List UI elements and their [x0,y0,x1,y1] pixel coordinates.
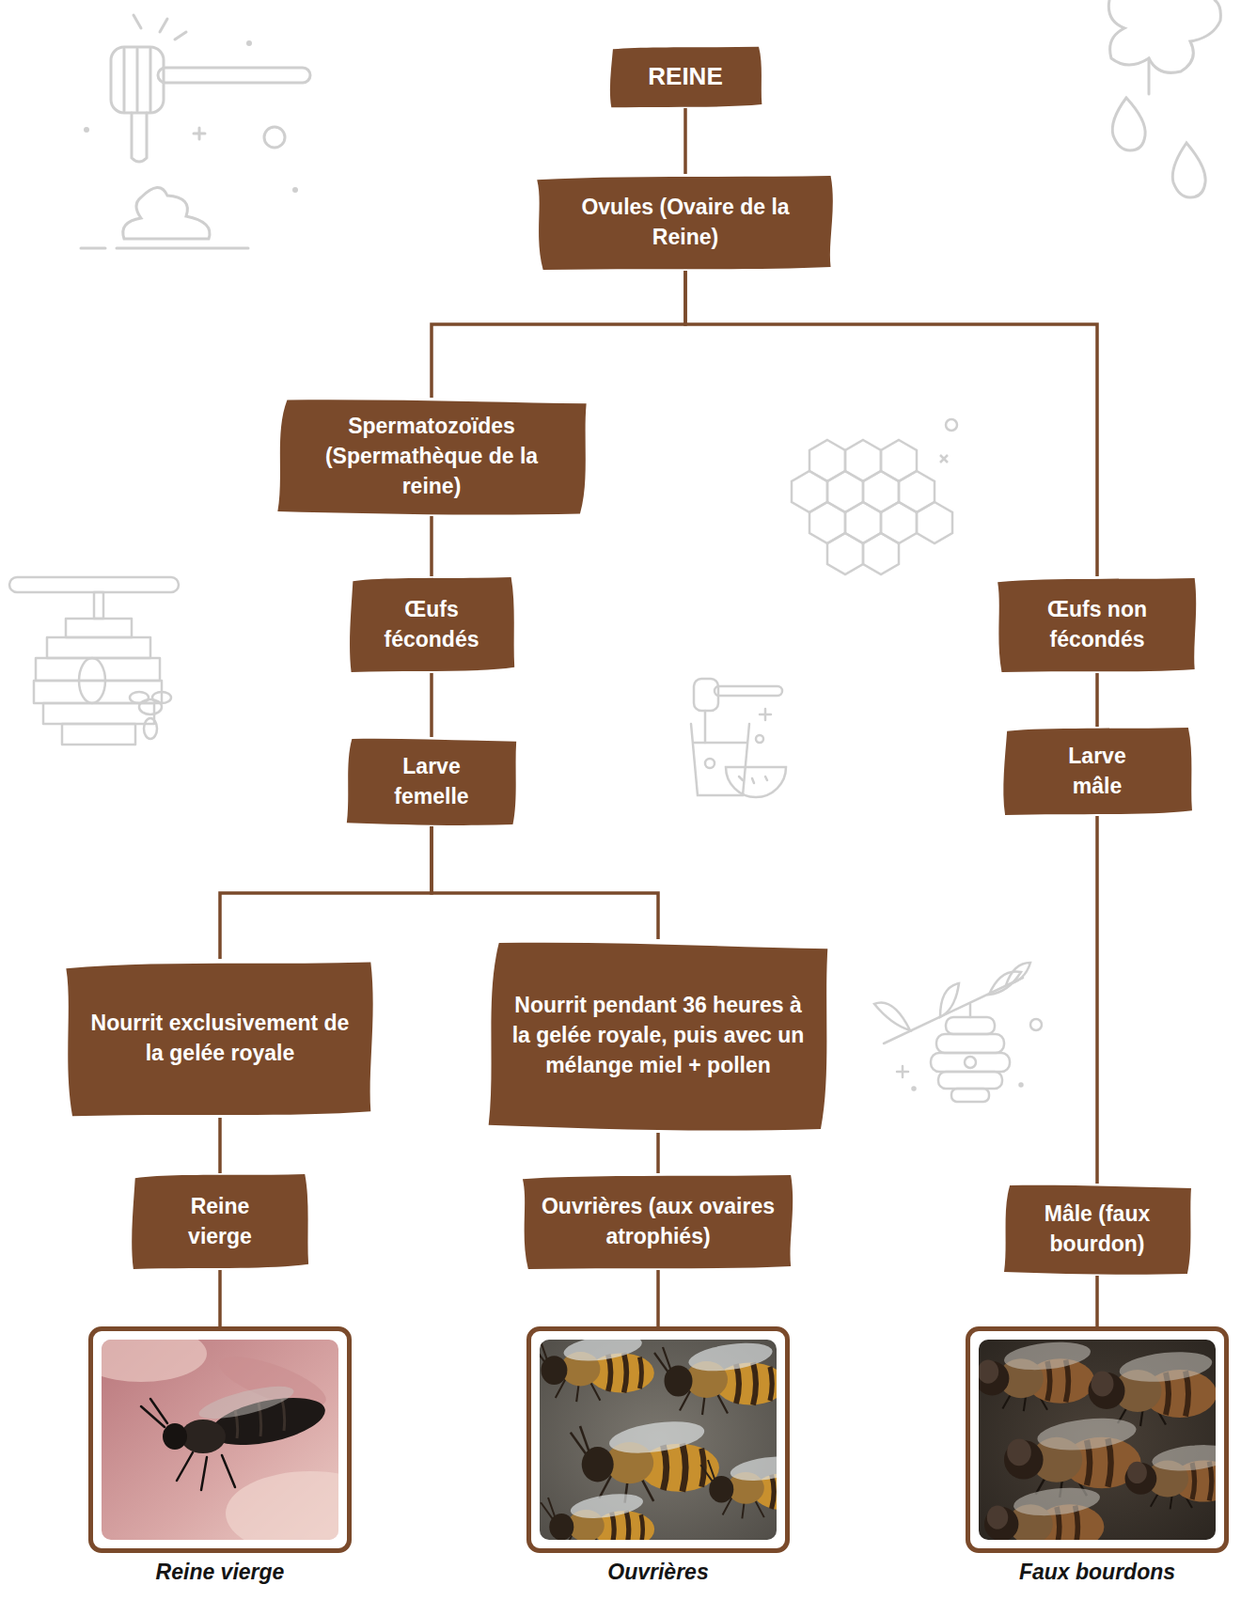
box-label: Ovules (Ovaire de la Reine) [552,192,818,252]
process-box: REINE [608,46,764,109]
hanging-hive-icon [874,962,1042,1102]
connector-line [429,673,434,738]
box-shape [62,958,378,1118]
beehive-icon [9,577,179,745]
honey-drink-icon [691,678,786,798]
box-label: Mâle (faux bourdon) [1031,1199,1163,1259]
box-content: Larve femelle [345,737,519,827]
connector-line [1095,816,1100,1184]
box-content: Mâle (faux bourdon) [1002,1183,1194,1276]
photo-caption: Ouvrières [607,1559,708,1587]
box-label: Spermatozoïdes (Spermathèque de la reine… [293,411,571,502]
box-shape [534,173,837,271]
connector-line [683,108,688,174]
box-fill [65,961,373,1116]
process-box: Nourrit exclusivement de la gelée royale [62,958,378,1118]
box-fill [1003,727,1193,816]
connector-line [685,270,1098,577]
box-label: Larve femelle [363,752,500,812]
box-fill [1004,1185,1192,1275]
process-box: Spermatozoïdes (Spermathèque de la reine… [274,397,590,517]
box-fill [346,738,517,826]
honeycomb-icon [791,419,958,575]
connector-line [656,1270,660,1327]
box-shape [345,737,519,827]
box-shape [129,1173,311,1271]
box-fill [349,577,515,673]
drones-photo [978,1339,1216,1540]
box-content: Nourrit pendant 36 heures à la gelée roy… [485,939,832,1133]
photo-caption: Reine vierge [156,1559,285,1587]
box-fill [536,175,833,270]
honey-flower-icon [1108,0,1221,198]
process-box: Œufs fécondés [347,576,517,674]
connector-line [431,270,686,398]
box-content: Reine vierge [129,1173,311,1271]
box-fill [488,942,829,1132]
connector-line [429,516,434,577]
photo-frame: Faux bourdons [965,1326,1229,1554]
connector-line [1095,1275,1100,1327]
box-label: Nourrit pendant 36 heures à la gelée roy… [503,990,813,1081]
box-fill [609,47,761,109]
honey-dipper-icon [80,15,311,249]
connector-line [431,826,659,940]
process-box: Œufs non fécondés [995,576,1199,674]
box-fill [997,578,1196,673]
box-fill [522,1175,793,1270]
process-box: Mâle (faux bourdon) [1002,1183,1194,1276]
queen-photo [101,1339,339,1540]
connector-line [656,1132,660,1174]
workers-photo [539,1339,777,1540]
box-shape [1002,1183,1194,1276]
box-shape [519,1173,797,1271]
box-shape [347,576,517,674]
box-shape [1001,726,1194,817]
box-label: Reine vierge [168,1192,272,1252]
process-box: Larve mâle [1001,726,1194,817]
connector-line [219,826,432,959]
process-box: Ovules (Ovaire de la Reine) [534,173,837,271]
photo-frame: Ouvrières [526,1326,790,1554]
box-fill [131,1174,309,1270]
connector-line [1095,673,1100,727]
connector-line [218,1270,222,1327]
box-content: Ovules (Ovaire de la Reine) [534,173,837,271]
process-box: Nourrit pendant 36 heures à la gelée roy… [485,939,832,1133]
box-label: REINE [647,60,723,95]
process-box: Reine vierge [129,1173,311,1271]
box-content: Œufs fécondés [347,576,517,674]
photo-frame: Reine vierge [88,1326,352,1554]
process-box: Ouvrières (aux ovaires atrophiés) [519,1173,797,1271]
box-content: REINE [608,46,764,109]
box-label: Œufs fécondés [366,595,498,655]
box-content: Nourrit exclusivement de la gelée royale [62,958,378,1118]
box-label: Ouvrières (aux ovaires atrophiés) [538,1192,778,1252]
box-fill [277,399,586,515]
box-content: Ouvrières (aux ovaires atrophiés) [519,1173,797,1271]
process-box: Larve femelle [345,737,519,827]
box-content: Larve mâle [1001,726,1194,817]
box-content: Spermatozoïdes (Spermathèque de la reine… [274,397,590,517]
photo-caption: Faux bourdons [1019,1559,1176,1587]
box-label: Nourrit exclusivement de la gelée royale [81,1008,359,1069]
box-shape [995,576,1199,674]
box-label: Larve mâle [1045,741,1149,802]
box-label: Œufs non fécondés [1014,595,1180,655]
box-content: Œufs non fécondés [995,576,1199,674]
connector-line [218,1117,222,1174]
